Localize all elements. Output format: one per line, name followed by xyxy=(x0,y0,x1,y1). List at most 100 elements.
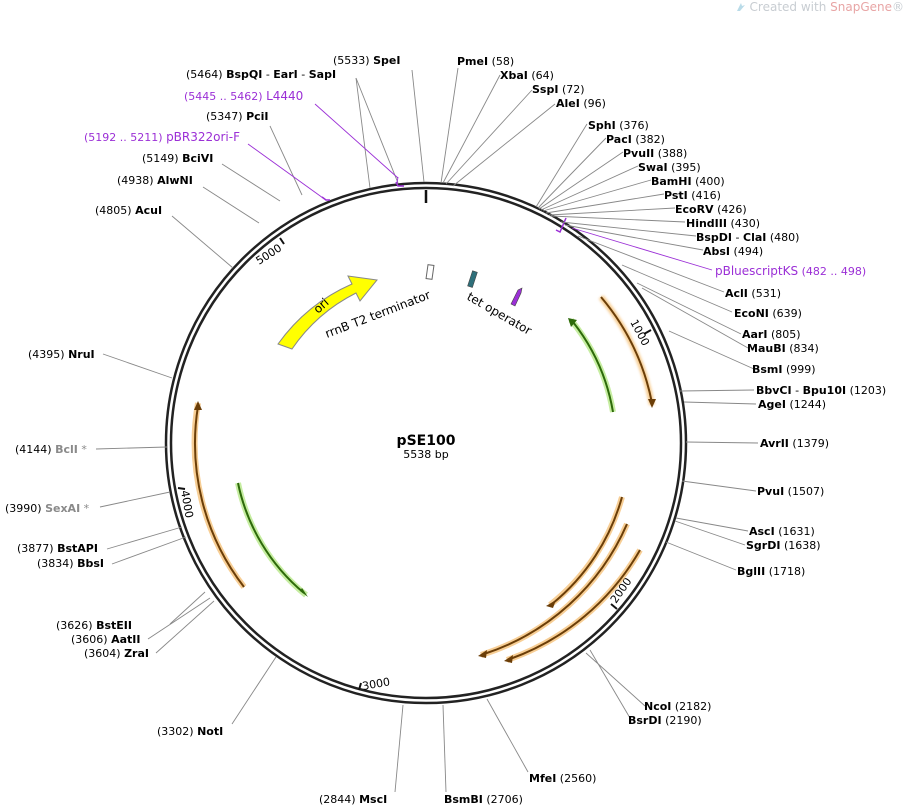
snapgene-logo-icon xyxy=(736,3,745,11)
tick-mark xyxy=(279,237,285,245)
label-bspdi[interactable]: BspDI - ClaI (480) xyxy=(696,231,799,244)
cds-orange-top[interactable] xyxy=(600,296,653,404)
label-bsrdi[interactable]: BsrDI (2190) xyxy=(628,714,702,727)
label-bglii[interactable]: BglII (1718) xyxy=(737,565,805,578)
leader-bbsi xyxy=(111,536,187,565)
leader-bsrdi xyxy=(589,649,631,719)
label-bamhi[interactable]: BamHI (400) xyxy=(651,175,725,188)
leader-ncoi xyxy=(585,652,646,707)
pbr322ori-mark xyxy=(321,196,330,201)
leader-l4440 xyxy=(314,103,399,179)
leader-bsteii xyxy=(169,591,206,625)
cds-orange-br2[interactable] xyxy=(483,523,628,655)
leader-psti xyxy=(545,193,665,214)
label-mfei[interactable]: MfeI (2560) xyxy=(529,772,596,785)
label-absi[interactable]: AbsI (494) xyxy=(703,245,763,258)
label-pvuii[interactable]: PvuII (388) xyxy=(623,147,687,160)
leader-spei xyxy=(411,69,425,183)
leader-hindiii xyxy=(550,215,686,223)
label-psti[interactable]: PstI (416) xyxy=(664,189,721,202)
label-msci[interactable]: (2844) MscI xyxy=(319,793,387,806)
label-bcli[interactable]: (4144) BclI * xyxy=(15,443,87,456)
label-xbai[interactable]: XbaI (64) xyxy=(500,69,554,82)
label-pbluescriptks[interactable]: pBluescriptKS (482 .. 498) xyxy=(715,264,866,278)
label-pvui[interactable]: PvuI (1507) xyxy=(757,485,824,498)
cds-green-right-head xyxy=(568,318,577,327)
leader-econi xyxy=(621,264,733,313)
label-swai[interactable]: SwaI (395) xyxy=(638,161,701,174)
tet-operator-feature[interactable]: tet operator xyxy=(465,270,535,338)
ori-feature[interactable]: ori xyxy=(277,275,378,350)
label-econi[interactable]: EcoNI (639) xyxy=(734,307,802,320)
label-bbsi[interactable]: (3834) BbsI xyxy=(37,557,104,570)
cds-green-left-head xyxy=(300,588,308,597)
backbone-inner-ring xyxy=(169,186,683,700)
tet-operator-box[interactable] xyxy=(467,270,478,288)
label-sspi[interactable]: SspI (72) xyxy=(532,83,585,96)
snapgene-watermark: Created with SnapGene® xyxy=(736,0,904,14)
leader-swai xyxy=(540,165,639,211)
tet-operator-arrow[interactable] xyxy=(510,287,523,307)
leader-nrui xyxy=(102,353,173,379)
tick-mark xyxy=(177,487,186,490)
ori-arrow[interactable] xyxy=(277,275,378,350)
leader-mfei xyxy=(486,698,529,773)
label-bsteii[interactable]: (3626) BstEII xyxy=(56,619,132,632)
leader-sgrdi xyxy=(674,520,746,546)
cds-green-right[interactable] xyxy=(572,321,614,413)
label-sgrdi[interactable]: SgrDI (1638) xyxy=(746,539,821,552)
leader-pvui xyxy=(681,480,757,492)
leader-sspi xyxy=(445,89,533,185)
label-noti[interactable]: (3302) NotI xyxy=(157,725,223,738)
tet-operator-label: tet operator xyxy=(465,289,535,337)
label-paci[interactable]: PacI (382) xyxy=(606,133,665,146)
label-spei[interactable]: (5533) SpeI xyxy=(333,54,400,67)
plasmid-length: 5538 bp xyxy=(403,448,448,461)
label-pbr322ori-f[interactable]: (5192 .. 5211) pBR322ori-F xyxy=(84,130,240,144)
leader-pvuii xyxy=(538,151,624,210)
tick-mark xyxy=(643,329,652,335)
leader-aari xyxy=(636,282,742,335)
label-bstapi[interactable]: (3877) BstAPI xyxy=(17,542,98,555)
leader-sphi xyxy=(535,123,588,208)
label-avrii[interactable]: AvrII (1379) xyxy=(760,437,829,450)
label-zrai[interactable]: (3604) ZraI xyxy=(84,647,149,660)
label-aari[interactable]: AarI (805) xyxy=(742,328,801,341)
label-maubi[interactable]: MauBI (834) xyxy=(747,342,819,355)
label-acui[interactable]: (4805) AcuI xyxy=(95,204,162,217)
site-labels: (5533) SpeI (5464) BspQI - EarI - SapI (… xyxy=(5,54,886,806)
label-alei[interactable]: AleI (96) xyxy=(556,97,606,110)
label-nrui[interactable]: (4395) NruI xyxy=(28,348,95,361)
leader-bsmi xyxy=(668,330,755,370)
label-pmei[interactable]: PmeI (58) xyxy=(457,55,514,68)
label-hindiii[interactable]: HindIII (430) xyxy=(686,217,760,230)
leader-maubi xyxy=(641,287,749,349)
label-sphi[interactable]: SphI (376) xyxy=(588,119,649,132)
label-bspqi[interactable]: (5464) BspQI - EarI - SapI xyxy=(186,68,336,81)
watermark-prefix: Created with xyxy=(749,0,831,14)
cds-orange-br1[interactable] xyxy=(551,496,623,605)
label-sexai[interactable]: (3990) SexAI * xyxy=(5,502,90,515)
label-l4440[interactable]: (5445 .. 5462) L4440 xyxy=(184,89,303,103)
leader-asci xyxy=(675,517,749,532)
label-bcivi[interactable]: (5149) BciVI xyxy=(142,152,213,165)
leader-bsmbi xyxy=(442,704,447,793)
label-agei[interactable]: AgeI (1244) xyxy=(758,398,826,411)
cds-arrows[interactable] xyxy=(191,295,656,663)
rrnb-terminator-box[interactable] xyxy=(425,264,435,280)
cds-orange-left[interactable] xyxy=(194,405,245,588)
label-pcii[interactable]: (5347) PciI xyxy=(206,110,269,123)
cds-green-left-glow xyxy=(235,482,308,598)
label-aatii[interactable]: (3606) AatII xyxy=(71,633,140,646)
label-bbvci[interactable]: BbvCI - Bpu10I (1203) xyxy=(756,384,886,397)
label-ncoi[interactable]: NcoI (2182) xyxy=(644,700,711,713)
cds-orange-br3[interactable] xyxy=(509,549,641,660)
label-alwni[interactable]: (4938) AlwNI xyxy=(117,174,193,187)
cds-green-left[interactable] xyxy=(237,482,305,594)
label-acli[interactable]: AclI (531) xyxy=(725,287,781,300)
label-ecorv[interactable]: EcoRV (426) xyxy=(675,203,747,216)
label-asci[interactable]: AscI (1631) xyxy=(749,525,815,538)
label-bsmi[interactable]: BsmI (999) xyxy=(752,363,816,376)
label-bsmbi[interactable]: BsmBI (2706) xyxy=(444,793,523,806)
